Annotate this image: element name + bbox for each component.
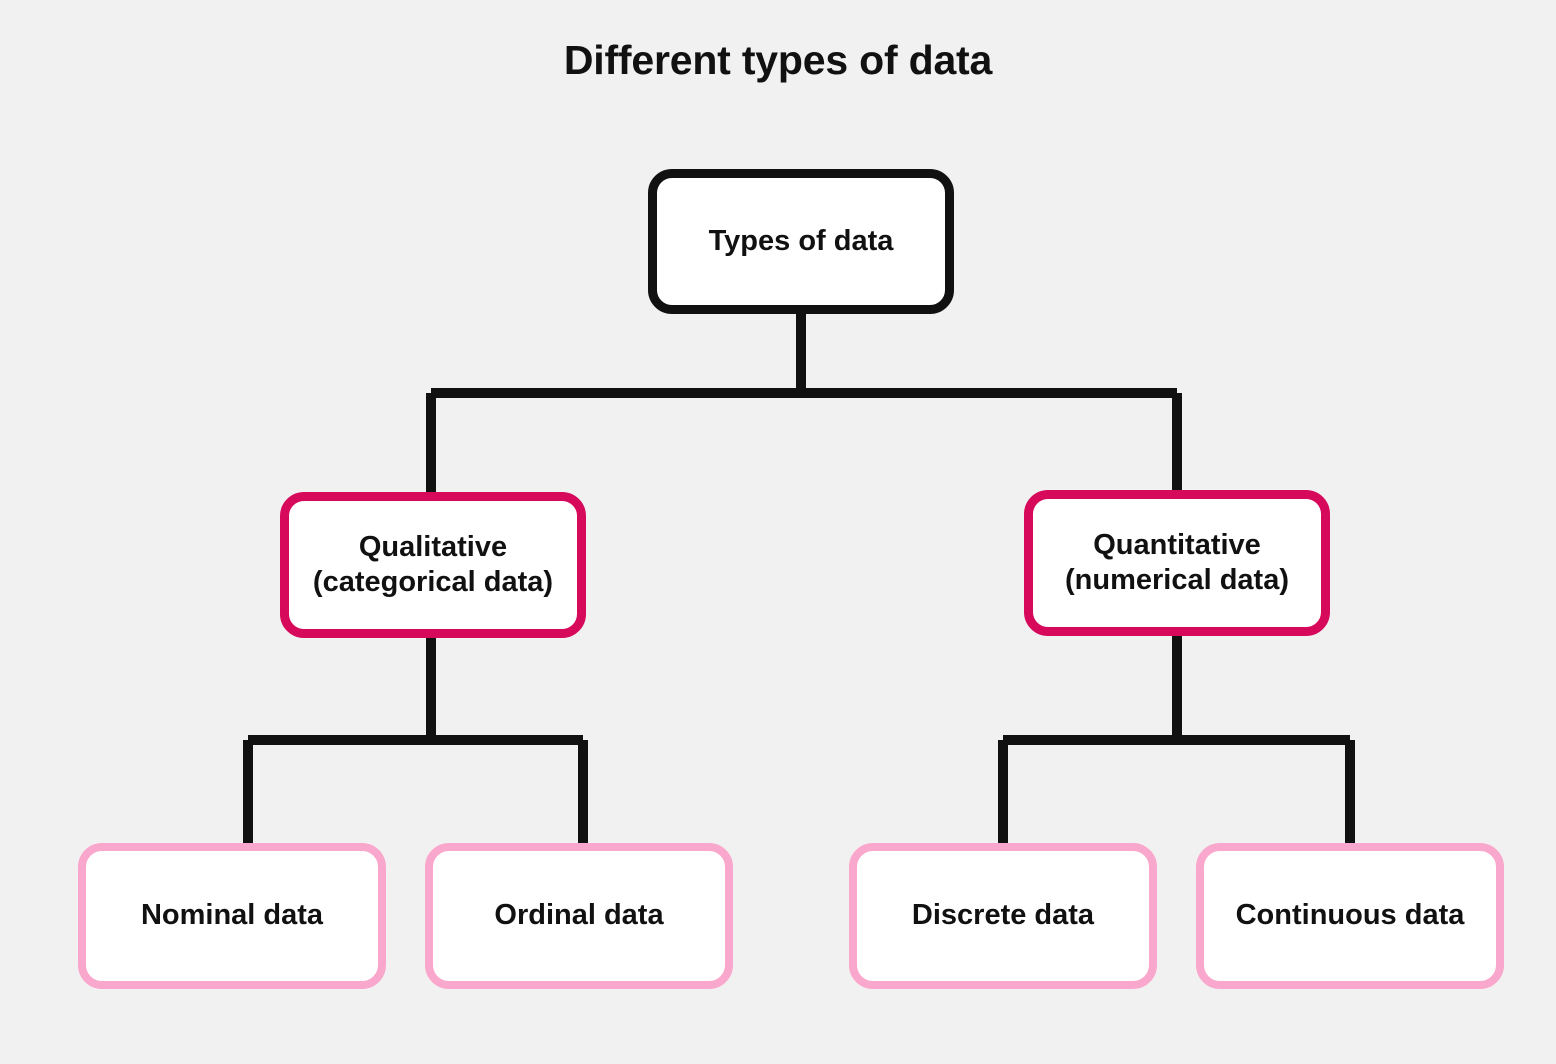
node-qualitative[interactable]: Qualitative (categorical data) [280, 492, 586, 638]
node-label-nominal-data: Nominal data [140, 899, 324, 932]
node-label-quantitative: Quantitative (numerical data) [1065, 528, 1289, 596]
node-discrete-data[interactable]: Discrete data [849, 843, 1157, 989]
node-label-discrete-data: Discrete data [911, 899, 1095, 932]
node-label-continuous-data: Continuous data [1235, 899, 1465, 932]
node-label-types-of-data: Types of data [708, 224, 894, 257]
node-continuous-data[interactable]: Continuous data [1196, 843, 1504, 989]
node-label-qualitative: Qualitative (categorical data) [312, 530, 554, 598]
node-ordinal-data[interactable]: Ordinal data [425, 843, 733, 989]
node-label-ordinal-data: Ordinal data [494, 899, 664, 932]
node-nominal-data[interactable]: Nominal data [78, 843, 386, 989]
node-quantitative[interactable]: Quantitative (numerical data) [1024, 490, 1330, 636]
page-title: Different types of data [563, 37, 993, 83]
node-types-of-data[interactable]: Types of data [648, 169, 954, 314]
